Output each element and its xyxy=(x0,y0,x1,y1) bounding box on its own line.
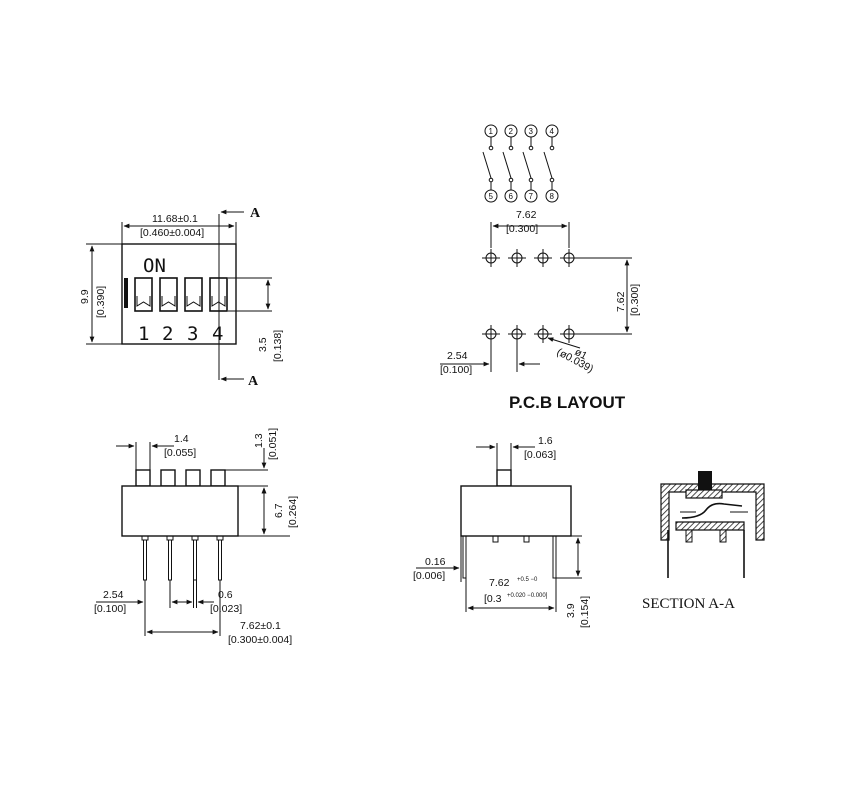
switch-schematic: 1 2 3 4 5 6 7 8 xyxy=(482,124,559,203)
pcb-row-mm: 7.62 xyxy=(615,291,627,312)
section-foot-right xyxy=(719,529,727,543)
switch-number-3: 3 xyxy=(187,323,198,345)
switch-number-4: 4 xyxy=(212,323,223,345)
front-span-in: [0.300±0.004] xyxy=(228,634,292,646)
pcb-spacing-in: [0.100] xyxy=(440,364,472,376)
section-mark-bottom: A xyxy=(248,374,259,389)
section-housing xyxy=(660,483,765,541)
schematic-pin-label-8: 8 xyxy=(550,192,555,201)
front-view-body xyxy=(121,485,239,537)
side-span-in: [0.3 xyxy=(484,593,502,605)
pcb-row-in: [0.300] xyxy=(629,284,641,316)
front-pitch-mm: 2.54 xyxy=(103,589,124,601)
pcb-layout-title: P.C.B LAYOUT xyxy=(509,393,626,412)
schematic-pin-label-6: 6 xyxy=(509,192,514,201)
switch-number-1: 1 xyxy=(138,323,149,345)
schematic-pin-label-1: 1 xyxy=(489,127,494,136)
front-actuator-w-mm: 1.4 xyxy=(174,433,189,445)
top-view-edge-mark xyxy=(124,278,128,308)
side-pin-left xyxy=(462,535,467,579)
side-view-body xyxy=(460,485,572,537)
section-contact-spring xyxy=(681,502,743,519)
front-actuator-2 xyxy=(160,469,176,487)
width-mm: 11.68±0.1 xyxy=(152,213,198,225)
pcb-pitch-in: [0.300] xyxy=(506,223,538,235)
switch-slider-2 xyxy=(161,296,176,307)
width-in: [0.460±0.004] xyxy=(140,227,204,239)
side-span-in-tol: +0.020 −0.000] xyxy=(507,593,548,599)
section-view: SECTION A-A xyxy=(642,471,765,612)
side-offset-in: [0.006] xyxy=(413,570,445,582)
side-actuator-in: [0.063] xyxy=(524,449,556,461)
schematic-pin-label-4: 4 xyxy=(550,127,555,136)
front-pins xyxy=(141,535,224,581)
section-slider xyxy=(685,489,723,499)
section-foot-left xyxy=(685,529,693,543)
pcb-spacing-mm: 2.54 xyxy=(447,350,468,362)
section-base xyxy=(675,521,745,531)
switch-window-3 xyxy=(184,277,203,312)
section-title: SECTION A-A xyxy=(642,596,735,612)
front-actuator-h-in: [0.051] xyxy=(267,428,279,460)
front-pin-in: [0.023] xyxy=(210,603,242,615)
front-actuator-h-mm: 1.3 xyxy=(253,433,265,448)
switch-window-2 xyxy=(159,277,178,312)
side-standoff-left xyxy=(492,535,499,543)
schematic-pin-label-2: 2 xyxy=(509,127,514,136)
side-offset-mm: 0.16 xyxy=(425,556,446,568)
section-mark-top: A xyxy=(250,206,261,221)
side-pin-right xyxy=(552,535,557,579)
top-view: ON 1 2 3 4 11.68±0.1 [0.460±0.004] A A xyxy=(79,206,284,389)
switch-number-2: 2 xyxy=(162,323,173,345)
switch-slider-1 xyxy=(136,296,151,307)
front-view: 1.4 [0.055] 1.3 [0.051] 6.7 [0.264] 2.54… xyxy=(94,428,299,646)
pcb-holes-bottom-row xyxy=(482,325,578,343)
on-label: ON xyxy=(143,255,166,277)
section-actuator xyxy=(698,471,712,493)
height-mm: 9.9 xyxy=(79,289,91,304)
front-pitch-in: [0.100] xyxy=(94,603,126,615)
pcb-layout: 7.62 [0.300] 7.62 [0.300] 2.54 [0.100] xyxy=(440,209,641,412)
front-actuator-4 xyxy=(210,469,226,487)
front-actuator-3 xyxy=(185,469,201,487)
top-view-body xyxy=(121,243,237,345)
switch-window-1 xyxy=(134,277,153,312)
pcb-pitch-mm: 7.62 xyxy=(516,209,537,221)
side-span-mm: 7.62 xyxy=(489,577,510,589)
side-span-tol: +0.5 −0 xyxy=(517,577,538,583)
side-actuator-mm: 1.6 xyxy=(538,435,553,447)
pcb-hole-mm: ø1 xyxy=(573,346,590,362)
side-actuator xyxy=(496,469,512,487)
front-body-h-mm: 6.7 xyxy=(273,503,285,518)
lever-mm: 3.5 xyxy=(257,337,269,352)
front-span-mm: 7.62±0.1 xyxy=(240,620,281,632)
switch-slider-3 xyxy=(186,296,201,307)
side-view: 1.6 [0.063] 0.16 [0.006] 7.62 +0.5 −0 [0… xyxy=(413,435,591,628)
schematic-switches xyxy=(482,137,555,190)
side-standoff-right xyxy=(523,535,530,543)
front-pin-mm: 0.6 xyxy=(218,589,233,601)
side-pin-len-in: [0.154] xyxy=(579,596,591,628)
schematic-pin-label-3: 3 xyxy=(529,127,534,136)
schematic-pin-label-5: 5 xyxy=(489,192,494,201)
lever-in: [0.138] xyxy=(272,330,284,362)
side-pin-len-mm: 3.9 xyxy=(565,603,577,618)
hole-leader xyxy=(547,337,581,349)
height-in: [0.390] xyxy=(95,286,107,318)
pcb-holes-top-row xyxy=(482,249,578,267)
front-actuator-1 xyxy=(135,469,151,487)
schematic-pin-label-7: 7 xyxy=(529,192,534,201)
front-actuator-w-in: [0.055] xyxy=(164,447,196,459)
front-body-h-in: [0.264] xyxy=(287,496,299,528)
